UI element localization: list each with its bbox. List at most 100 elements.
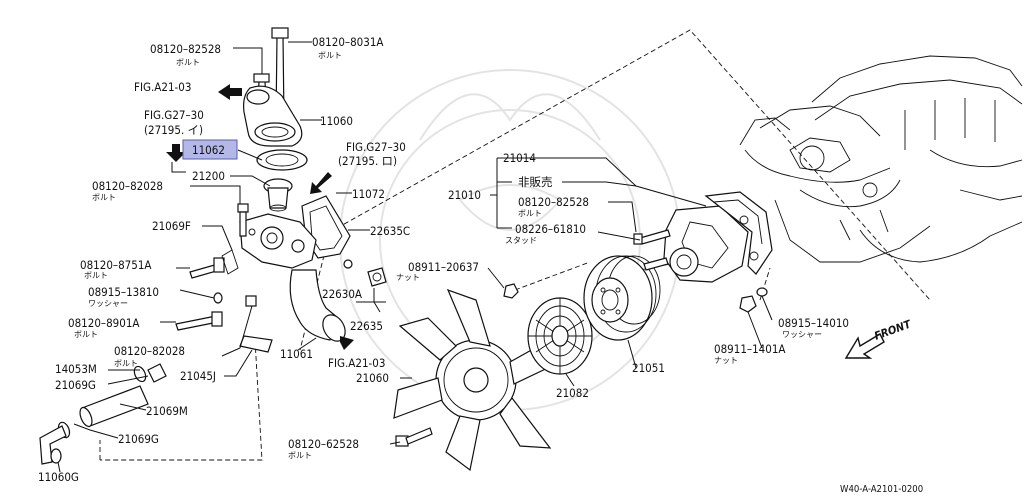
- svg-text:21200: 21200: [192, 169, 225, 183]
- svg-text:11061: 11061: [280, 347, 313, 361]
- svg-text:11062: 11062: [192, 143, 225, 157]
- label-p-21200[interactable]: 21200: [192, 169, 225, 183]
- label-p-21069m[interactable]: 21069M: [146, 404, 188, 418]
- label-p-fig-g27-30-a[interactable]: FIG.G27–30 (27195. イ): [144, 108, 204, 137]
- part-11062-highlight: [182, 139, 238, 160]
- svg-text:ボルト: ボルト: [288, 451, 312, 460]
- label-p-21051[interactable]: 21051: [632, 361, 665, 375]
- bypass-hose-parts: [39, 363, 167, 465]
- svg-text:ボルト: ボルト: [74, 330, 98, 339]
- svg-text:ボルト: ボルト: [176, 58, 200, 67]
- svg-text:08226–61810: 08226–61810: [515, 222, 586, 236]
- svg-text:11060G: 11060G: [38, 470, 79, 484]
- label-p-22635c[interactable]: 22635C: [370, 224, 410, 238]
- label-p-08120-82028-a[interactable]: 08120–82028 ボルト: [92, 179, 163, 202]
- svg-text:08120–82028: 08120–82028: [114, 344, 185, 358]
- label-p-08120-8901a[interactable]: 08120–8901A ボルト: [68, 316, 139, 339]
- label-p-08911-20637[interactable]: 08911–20637 ナット: [396, 260, 479, 282]
- label-p-11072[interactable]: 11072: [352, 187, 385, 201]
- svg-text:08120–8751A: 08120–8751A: [80, 258, 151, 272]
- leader-lines: [57, 41, 773, 473]
- svg-text:08120–8031A: 08120–8031A: [312, 35, 383, 49]
- svg-text:非販売: 非販売: [518, 175, 553, 189]
- svg-text:FIG.A21-03: FIG.A21-03: [134, 80, 191, 94]
- label-p-11060g[interactable]: 11060G: [38, 470, 79, 484]
- svg-text:08120–82028: 08120–82028: [92, 179, 163, 193]
- svg-text:21010: 21010: [448, 188, 481, 202]
- svg-text:08915–14010: 08915–14010: [778, 316, 849, 330]
- svg-text:22635C: 22635C: [370, 224, 410, 238]
- svg-text:08911–1401A: 08911–1401A: [714, 342, 785, 356]
- label-p-22635[interactable]: 22635: [350, 319, 383, 333]
- part-labels: 08120–82528 ボルト 08120–8031A ボルト FIG.A21-…: [38, 35, 923, 495]
- svg-text:21045J: 21045J: [180, 369, 216, 383]
- label-p-21069g-a[interactable]: 21069G: [55, 378, 96, 392]
- label-p-22630a[interactable]: 22630A: [322, 287, 362, 301]
- svg-text:08120–62528: 08120–62528: [288, 437, 359, 451]
- engine-block-outline: [739, 55, 1023, 263]
- svg-text:08120–8901A: 08120–8901A: [68, 316, 139, 330]
- label-p-21069g-b[interactable]: 21069G: [118, 432, 159, 446]
- label-p-11062[interactable]: 11062: [192, 143, 225, 157]
- front-arrow: [844, 333, 885, 359]
- cooling-fan: [393, 288, 561, 472]
- svg-text:22635: 22635: [350, 319, 383, 333]
- svg-text:21069G: 21069G: [55, 378, 96, 392]
- label-p-21060[interactable]: 21060: [356, 371, 389, 385]
- label-p-14053m[interactable]: 14053M: [55, 362, 97, 376]
- svg-text:08911–20637: 08911–20637: [408, 260, 479, 274]
- label-p-08911-1401a[interactable]: 08911–1401A ナット: [714, 342, 785, 365]
- nut-small: [503, 283, 519, 299]
- label-p-21082[interactable]: 21082: [556, 386, 589, 400]
- label-p-21069f[interactable]: 21069F: [152, 219, 191, 233]
- svg-text:14053M: 14053M: [55, 362, 97, 376]
- label-p-08120-82028-b[interactable]: 08120–82028 ボルト: [114, 344, 185, 368]
- water-outlet-parts: [175, 27, 387, 353]
- svg-text:ボルト: ボルト: [92, 193, 116, 202]
- svg-text:21069F: 21069F: [152, 219, 191, 233]
- svg-text:21051: 21051: [632, 361, 665, 375]
- label-p-11061[interactable]: 11061: [280, 347, 313, 361]
- label-p-08120-8031a[interactable]: 08120–8031A ボルト: [312, 35, 383, 60]
- svg-text:ボルト: ボルト: [318, 51, 342, 60]
- svg-text:(27195. ロ): (27195. ロ): [338, 154, 397, 168]
- svg-text:21060: 21060: [356, 371, 389, 385]
- svg-text:ワッシャー: ワッシャー: [88, 299, 128, 308]
- svg-text:22630A: 22630A: [322, 287, 362, 301]
- label-p-21045j[interactable]: 21045J: [180, 369, 216, 383]
- front-label: FRONT: [873, 317, 914, 343]
- svg-text:11060: 11060: [320, 114, 353, 128]
- label-p-fig-a21-03-bottom[interactable]: FIG.A21-03: [328, 356, 385, 370]
- svg-text:(27195. イ): (27195. イ): [144, 123, 203, 137]
- svg-text:ボルト: ボルト: [518, 209, 542, 218]
- svg-text:11072: 11072: [352, 187, 385, 201]
- svg-text:08915–13810: 08915–13810: [88, 285, 159, 299]
- svg-text:21069M: 21069M: [146, 404, 188, 418]
- svg-text:ボルト: ボルト: [114, 359, 138, 368]
- label-p-fig-g27-30-b[interactable]: FIG.G27–30 (27195. ロ): [338, 140, 406, 168]
- label-p-08226-61810[interactable]: 08226–61810 スタッド: [505, 222, 586, 245]
- svg-text:ナット: ナット: [396, 273, 420, 282]
- label-p-21010[interactable]: 21010: [448, 188, 481, 202]
- label-p-08915-14010[interactable]: 08915–14010 ワッシャー: [778, 316, 849, 339]
- water-pump: [633, 191, 773, 313]
- fan-coupling: [527, 297, 593, 375]
- label-p-21014[interactable]: 21014: [503, 151, 536, 165]
- label-p-fig-a21-03-top[interactable]: FIG.A21-03: [134, 80, 191, 94]
- svg-text:FIG.G27–30: FIG.G27–30: [144, 108, 204, 122]
- svg-text:FIG.A21-03: FIG.A21-03: [328, 356, 385, 370]
- label-p-08915-13810[interactable]: 08915–13810 ワッシャー: [88, 285, 159, 308]
- direction-arrows: [166, 84, 354, 350]
- label-p-08120-82528-top[interactable]: 08120–82528 ボルト: [150, 42, 221, 67]
- label-p-08120-62528[interactable]: 08120–62528 ボルト: [288, 437, 359, 460]
- svg-text:ワッシャー: ワッシャー: [782, 330, 822, 339]
- pulley: [583, 255, 661, 341]
- label-p-08120-8751a[interactable]: 08120–8751A ボルト: [80, 258, 151, 280]
- label-p-11060[interactable]: 11060: [320, 114, 353, 128]
- label-p-08120-82528-r[interactable]: 08120–82528 ボルト: [518, 195, 589, 218]
- label-p-not-sold[interactable]: 非販売: [518, 175, 553, 189]
- svg-text:スタッド: スタッド: [505, 236, 537, 245]
- svg-text:ボルト: ボルト: [84, 271, 108, 280]
- svg-text:21014: 21014: [503, 151, 536, 165]
